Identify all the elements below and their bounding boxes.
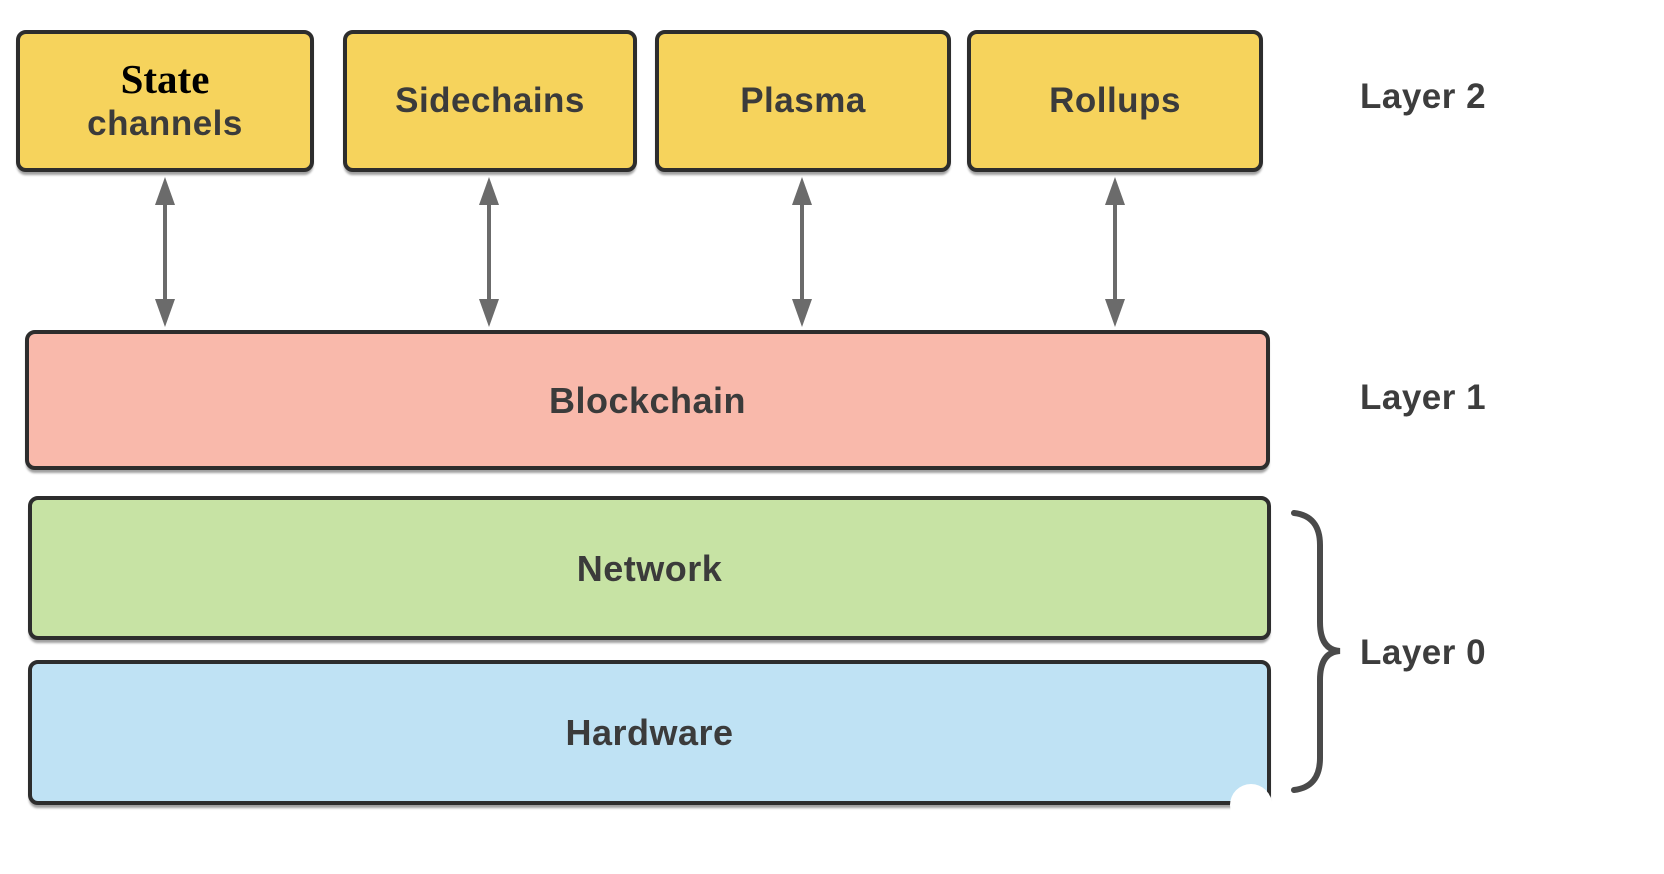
sidechains-label: Sidechains: [395, 81, 585, 121]
layer0-box-network: Network: [28, 496, 1271, 640]
bidirectional-arrow-rollups: [1105, 177, 1125, 327]
bidirectional-arrow-plasma: [792, 177, 812, 327]
hardware-label: Hardware: [565, 712, 734, 753]
layer1-label: Layer 1: [1360, 378, 1487, 417]
layer1-box-blockchain: Blockchain: [25, 330, 1270, 470]
layer0-brace: [1291, 510, 1341, 793]
blockchain-label: Blockchain: [548, 379, 747, 421]
layer0-box-hardware: Hardware: [28, 660, 1271, 805]
plasma-label: Plasma: [740, 81, 866, 121]
bidirectional-arrow-sidechains: [479, 177, 499, 327]
state-channels-label-line1: State: [120, 55, 210, 102]
bidirectional-arrow-state-channels: [155, 177, 175, 327]
layer2-label: Layer 2: [1360, 77, 1487, 116]
state-channels-label-line2: channels: [87, 103, 243, 143]
rollups-label: Rollups: [1049, 81, 1181, 121]
layer2-box-sidechains: Sidechains: [343, 30, 637, 172]
layer2-box-plasma: Plasma: [655, 30, 951, 172]
layer0-label: Layer 0: [1360, 633, 1487, 672]
layer2-box-rollups: Rollups: [967, 30, 1263, 172]
layer2-box-state-channels: State channels: [16, 30, 314, 172]
network-label: Network: [576, 547, 723, 589]
